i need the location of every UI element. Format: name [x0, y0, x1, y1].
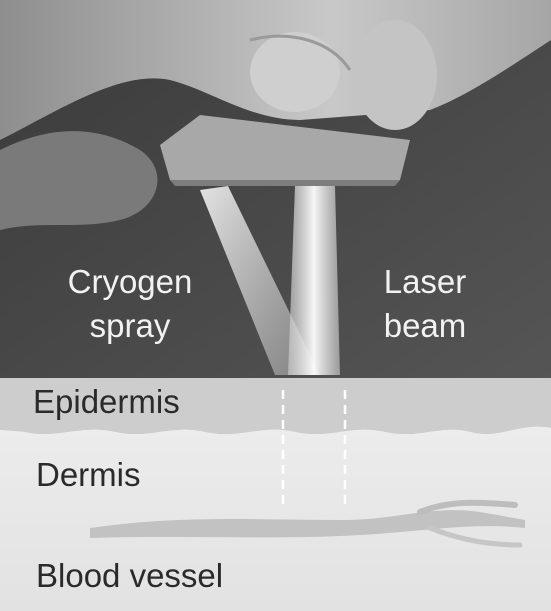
- laser-beam-label-line1: Laser: [384, 263, 467, 300]
- epidermis-label: Epidermis: [33, 383, 180, 420]
- dermis-label: Dermis: [36, 456, 141, 493]
- laser-beam-shape: [288, 186, 340, 375]
- cryogen-spray-label-line1: Cryogen: [68, 263, 193, 300]
- blood-vessel-label: Blood vessel: [36, 557, 223, 594]
- cryogen-spray-label-line2: spray: [90, 307, 171, 344]
- handpiece-edge: [170, 180, 400, 186]
- laser-beam-label-line2: beam: [384, 307, 467, 344]
